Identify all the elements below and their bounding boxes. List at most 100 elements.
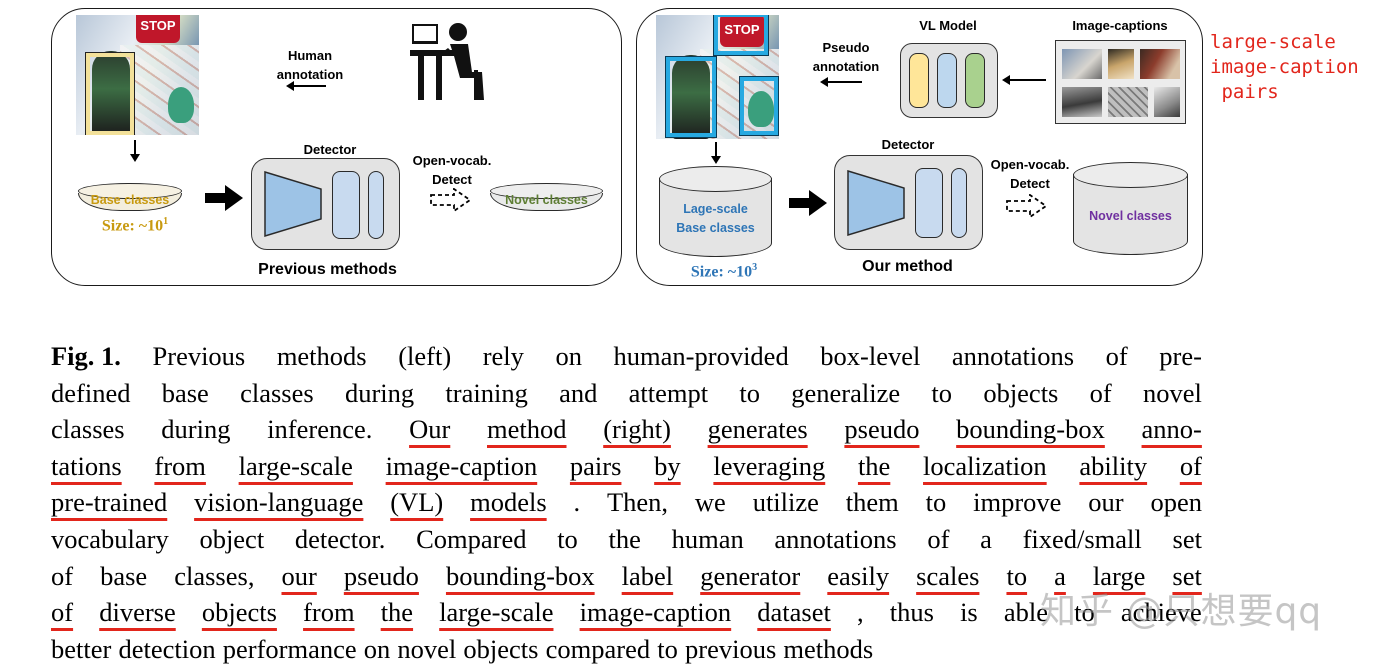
caption-word: pre-trained: [51, 487, 168, 518]
caption-word: previous: [685, 633, 777, 664]
our-method-title: Our method: [862, 258, 953, 275]
sample-photo-left: STOP: [76, 15, 199, 135]
vl-model-label: VL Model: [919, 18, 977, 33]
pseudo-bbox-stop: [713, 15, 769, 56]
caption-word: novel: [397, 633, 457, 664]
caption-word: to: [557, 523, 578, 554]
caption-word: methods: [276, 341, 367, 371]
caption-word: .: [573, 487, 581, 518]
caption-word: to: [1074, 597, 1095, 628]
frog-graffiti: [168, 87, 194, 123]
caption-word: from: [154, 450, 206, 481]
open-vocab-label-right: Open-vocab. Detect: [990, 157, 1070, 191]
caption-word: by: [654, 450, 681, 481]
caption-word: training: [445, 377, 528, 408]
large-scale-base-classes-label: Lage-scale Base classes: [676, 202, 755, 235]
caption-word: generator: [700, 560, 801, 591]
caption-word: objects: [463, 633, 539, 664]
caption-word: our: [1088, 487, 1124, 518]
caption-word: our: [281, 560, 317, 591]
caption-word: large-scale: [238, 450, 353, 481]
caption-word: objects: [201, 597, 277, 628]
caption-word: inference.: [267, 414, 373, 445]
caption-word: pseudo: [343, 560, 419, 591]
caption-word: object: [199, 523, 265, 554]
caption-word: generalize: [791, 377, 901, 408]
pseudo-annotation-label: Pseudo annotation: [812, 40, 880, 74]
caption-word: base: [100, 560, 148, 591]
caption-word: tations: [51, 450, 122, 481]
caption-word: of: [1105, 341, 1128, 371]
caption-word: Compared: [416, 523, 527, 554]
caption-word: of: [1089, 377, 1112, 408]
caption-word: models: [470, 487, 547, 518]
caption-word: box-level: [820, 341, 921, 371]
novel-classes-label-right: Novel classes: [1089, 209, 1172, 223]
caption-word: bounding-box: [445, 560, 595, 591]
caption-word: vocabulary: [51, 523, 169, 554]
caption-word: large: [1092, 560, 1146, 591]
arrow-down-icon: [130, 140, 140, 162]
caption-word: to: [657, 633, 678, 664]
caption-word: large-scale: [439, 597, 554, 628]
vl-model-box: [900, 43, 998, 118]
caption-word: of: [51, 597, 74, 628]
caption-word: ability: [1079, 450, 1148, 481]
human-annotation-label: Human annotation: [276, 48, 344, 82]
caption-word: of: [927, 523, 950, 554]
caption-word: pairs: [569, 450, 622, 481]
pseudo-bbox-frog: [739, 76, 779, 136]
caption-word: (left): [398, 341, 452, 371]
caption-word: of: [51, 560, 74, 591]
caption-word: localization: [923, 450, 1047, 481]
previous-methods-title: Previous methods: [258, 261, 397, 278]
caption-word: Then,: [606, 487, 669, 518]
caption-word: on: [363, 633, 391, 664]
caption-word: leveraging: [713, 450, 826, 481]
caption-word: able: [1003, 597, 1049, 628]
caption-word: human: [671, 523, 744, 554]
caption-word: set: [1172, 523, 1202, 554]
size-label-left: Size: ~101: [101, 216, 169, 235]
arrow-down-icon: [711, 142, 721, 164]
thick-arrow-icon: [789, 190, 827, 216]
watermark: 知乎 @只想要qq: [1040, 591, 1323, 632]
caption-word: annotations: [774, 523, 897, 554]
caption-word: to: [1006, 560, 1028, 591]
caption-word: Our: [409, 414, 451, 445]
caption-word: ,: [857, 597, 864, 628]
detector-right: [834, 155, 983, 250]
thick-arrow-icon: [205, 185, 243, 211]
caption-word: diverse: [99, 597, 176, 628]
image-captions-grid: [1055, 40, 1186, 124]
caption-word: (VL): [390, 487, 444, 518]
base-classes-label: Base classes: [90, 193, 170, 207]
caption-word: classes: [240, 377, 314, 408]
caption-word: and: [559, 377, 598, 408]
arrow-left-icon: [286, 81, 326, 91]
caption-word: improve: [973, 487, 1062, 518]
caption-word: objects: [983, 377, 1059, 408]
arrow-left-icon: [820, 77, 862, 87]
caption-word: Previous: [152, 341, 246, 371]
human-annotator-icon: [410, 23, 484, 100]
caption-word: a: [1054, 560, 1066, 591]
caption-word: them: [845, 487, 899, 518]
caption-word: is: [960, 597, 978, 628]
caption-word: on: [555, 341, 582, 371]
caption-word: classes,: [174, 560, 255, 591]
caption-word: the: [857, 450, 891, 481]
caption-word: the: [608, 523, 641, 554]
caption-word: fixed/small: [1022, 523, 1142, 554]
dashed-arrow-icon: [1006, 194, 1048, 218]
caption-word: pseudo: [844, 414, 920, 445]
figure-1: STOP Human annotation Base classes Size:…: [0, 0, 1385, 300]
detector-left: [251, 158, 400, 250]
red-annotation-note: large-scale image-caption pairs: [1210, 31, 1359, 103]
caption-word: easily: [827, 560, 890, 591]
